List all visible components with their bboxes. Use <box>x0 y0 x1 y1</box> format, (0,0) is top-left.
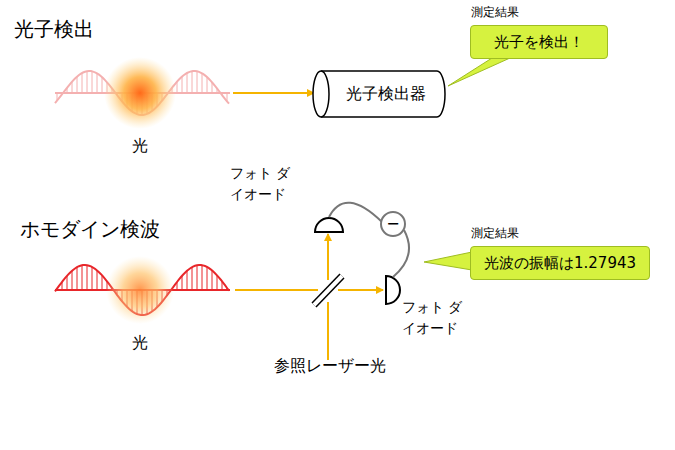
result-callout: 測定結果光波の振幅は1.27943 <box>470 246 650 280</box>
wave-hatch <box>197 265 198 290</box>
callout-text: 光波の振幅は1.27943 <box>484 254 636 273</box>
callout-tail <box>424 252 472 270</box>
light-beam <box>233 92 314 94</box>
wave-hatch <box>207 267 208 290</box>
subtractor-circle: − <box>380 211 406 237</box>
wave-hatch <box>102 275 103 290</box>
wave-hatch <box>72 271 73 290</box>
photodiode-label: フォト ダイオード <box>230 163 304 205</box>
beam-splitter <box>314 276 342 305</box>
wave-hatch <box>87 71 88 93</box>
beam-splitter <box>314 276 342 305</box>
wave-hatch <box>182 77 183 93</box>
light-label: 光 <box>132 333 148 354</box>
photon-glow <box>104 57 176 129</box>
wave-hatch <box>97 73 98 93</box>
light-beam <box>327 234 329 280</box>
wave-hatch <box>87 265 88 290</box>
callout-heading: 測定結果 <box>471 225 519 242</box>
wave-hatch <box>97 270 98 290</box>
wave-hatch <box>202 73 203 93</box>
wire <box>329 203 382 222</box>
light-beam <box>235 289 318 291</box>
callout-tail <box>448 58 510 86</box>
wave-hatch <box>102 77 103 93</box>
wave-hatch <box>212 270 213 290</box>
detector-label: 光子検出器 <box>346 84 426 105</box>
wave-hatch <box>217 275 218 290</box>
wave-hatch <box>82 265 83 290</box>
photodiode <box>315 218 343 232</box>
photon-detector: 光子検出器 <box>312 70 446 118</box>
callout-text: 光子を検出！ <box>494 33 584 52</box>
light-beam <box>338 289 383 291</box>
wave-hatch <box>82 73 83 93</box>
wave-hatch <box>202 265 203 290</box>
wave-hatch <box>77 267 78 290</box>
callout-heading: 測定結果 <box>471 4 519 21</box>
wave-hatch <box>77 77 78 93</box>
wave-hatch <box>197 71 198 93</box>
wave-hatch <box>192 71 193 93</box>
light-beam <box>327 302 329 360</box>
wave-hatch <box>207 77 208 93</box>
wave-hatch <box>92 267 93 290</box>
photodiode-label: フォト ダイオード <box>402 297 476 339</box>
light-label: 光 <box>132 136 148 157</box>
photon-glow <box>106 256 174 324</box>
wave-hatch <box>67 276 68 290</box>
wave-hatch <box>187 73 188 93</box>
wave-hatch <box>187 271 188 290</box>
wave-hatch <box>92 71 93 93</box>
wave-hatch <box>182 276 183 290</box>
reference-laser-label: 参照レーザー光 <box>274 356 386 377</box>
minus-sign: − <box>386 216 399 232</box>
wave-hatch <box>192 267 193 290</box>
section-title: 光子検出 <box>14 16 94 43</box>
wire <box>393 230 409 277</box>
photodiode <box>386 276 400 304</box>
section-title: ホモダイン検波 <box>20 216 160 243</box>
result-callout: 測定結果光子を検出！ <box>470 25 608 59</box>
